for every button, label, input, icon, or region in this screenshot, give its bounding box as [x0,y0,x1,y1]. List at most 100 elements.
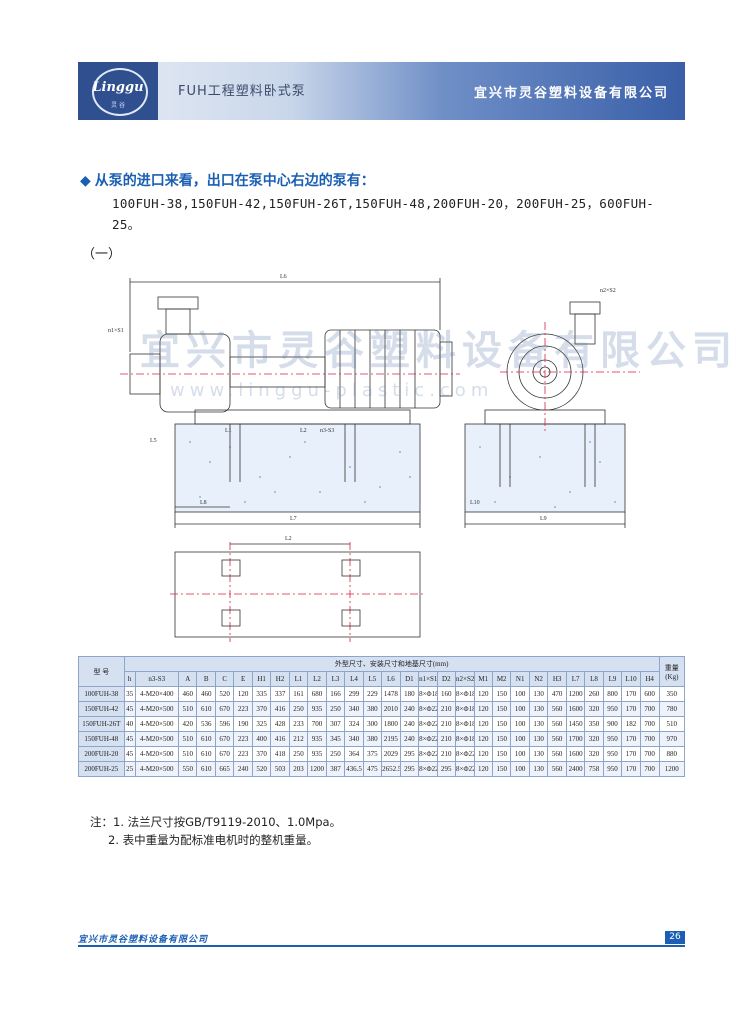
logo-ring-icon [92,68,148,116]
outlet-flange [157,296,199,310]
table-cell: 100 [510,686,530,702]
table-cell: 203 [288,761,309,777]
subheader-cell: L1 [288,671,309,687]
label-L2: L2 [300,428,307,434]
table-cell: 8×Φ22 [418,716,438,732]
table-cell: 340 [344,731,364,747]
table-cell: 8×Φ22 [418,701,438,717]
table-cell: 416 [270,731,290,747]
table-cell: 560 [547,761,567,777]
table-cell: 1478 [381,686,401,702]
table-cell: 210 [436,746,457,762]
table-cell: 100 [510,716,530,732]
table-cell: 380 [362,731,383,747]
table-cell: 4-M20×500 [134,716,180,732]
figure-label: （一） [82,247,122,262]
table-cell: 510 [177,746,198,762]
table-cell: 560 [547,731,567,747]
side-foundation [174,423,421,513]
subheader-cell: C [214,671,235,687]
subheader-cell: A [177,671,198,687]
table-cell: 800 [602,686,623,702]
table-cell: 130 [528,731,549,747]
table-cell: 4-M20×500 [134,701,180,717]
table-cell: 182 [621,716,641,732]
subheader-cell: B [196,671,216,687]
subheader-cell: H1 [251,671,272,687]
table-cell: 610 [196,746,216,762]
table-cell: 1600 [565,701,586,717]
table-cell: 880 [658,746,686,762]
table-cell: 120 [473,731,493,747]
table-cell: 670 [214,701,235,717]
subheader-cell: n1×S1 [418,671,438,687]
table-cell: 100 [510,731,530,747]
label-L2-plan: L2 [285,536,292,542]
table-cell: 240 [399,731,420,747]
header-company: 宜兴市灵谷塑料设备有限公司 [473,86,669,101]
table-cell: 229 [362,686,383,702]
subheader-cell: n2×S2 [455,671,475,687]
table-cell: 1600 [565,746,586,762]
table-cell: 130 [528,686,549,702]
table-cell: 950 [602,701,623,717]
table-cell: 295 [399,746,420,762]
table-cell: 233 [288,716,309,732]
footer-rule [78,945,685,947]
subheader-cell: n3-S3 [134,671,180,687]
diamond-bullet-icon: ◆ [80,173,91,189]
table-cell: 436.5 [344,761,364,777]
table-cell: 223 [233,746,253,762]
table-cell: 210 [436,731,457,747]
table-cell: 120 [233,686,253,702]
header-weight: 重量(Kg) [658,656,686,687]
table-cell: 428 [270,716,290,732]
table-cell: 950 [602,731,623,747]
model-cell: 150FUH-42 [78,701,125,717]
table-cell: 536 [196,716,216,732]
table-cell: 600 [639,686,660,702]
table-cell: 700 [639,761,660,777]
table-cell: 670 [214,731,235,747]
label-L5: L5 [150,438,157,444]
subheader-cell: N2 [528,671,549,687]
table-cell: 596 [214,716,235,732]
table-cell: 150 [491,686,512,702]
table-cell: 520 [214,686,235,702]
table-cell: 8×Φ22 [455,761,475,777]
table-cell: 900 [602,716,623,732]
notes: 注：1. 法兰尺寸按GB/T9119-2010、1.0Mpa。 2. 表中重量为… [90,813,341,849]
subheader-cell: L4 [344,671,364,687]
table-cell: 250 [288,746,309,762]
table-cell: 320 [584,701,604,717]
subheader-cell: M1 [473,671,493,687]
table-cell: 210 [436,701,457,717]
table-cell: 370 [251,746,272,762]
table-cell: 2029 [381,746,401,762]
table-cell: 1800 [381,716,401,732]
table-cell: 560 [547,701,567,717]
table-cell: 120 [473,761,493,777]
label-L8: L8 [200,500,207,506]
table-cell: 120 [473,716,493,732]
table-cell: 520 [251,761,272,777]
table-cell: 120 [473,746,493,762]
table-cell: 223 [233,731,253,747]
table-cell: 460 [177,686,198,702]
table-cell: 550 [177,761,198,777]
table-cell: 100 [510,701,530,717]
table-cell: 418 [270,746,290,762]
table-cell: 420 [177,716,198,732]
subheader-cell: D1 [399,671,420,687]
model-cell: 200FUH-25 [78,761,125,777]
table-cell: 240 [399,701,420,717]
table-cell: 150 [491,746,512,762]
table-cell: 950 [602,746,623,762]
table-cell: 935 [307,746,327,762]
table-cell: 700 [639,746,660,762]
watermark-url: www.linggu-plastic.com [170,380,494,401]
